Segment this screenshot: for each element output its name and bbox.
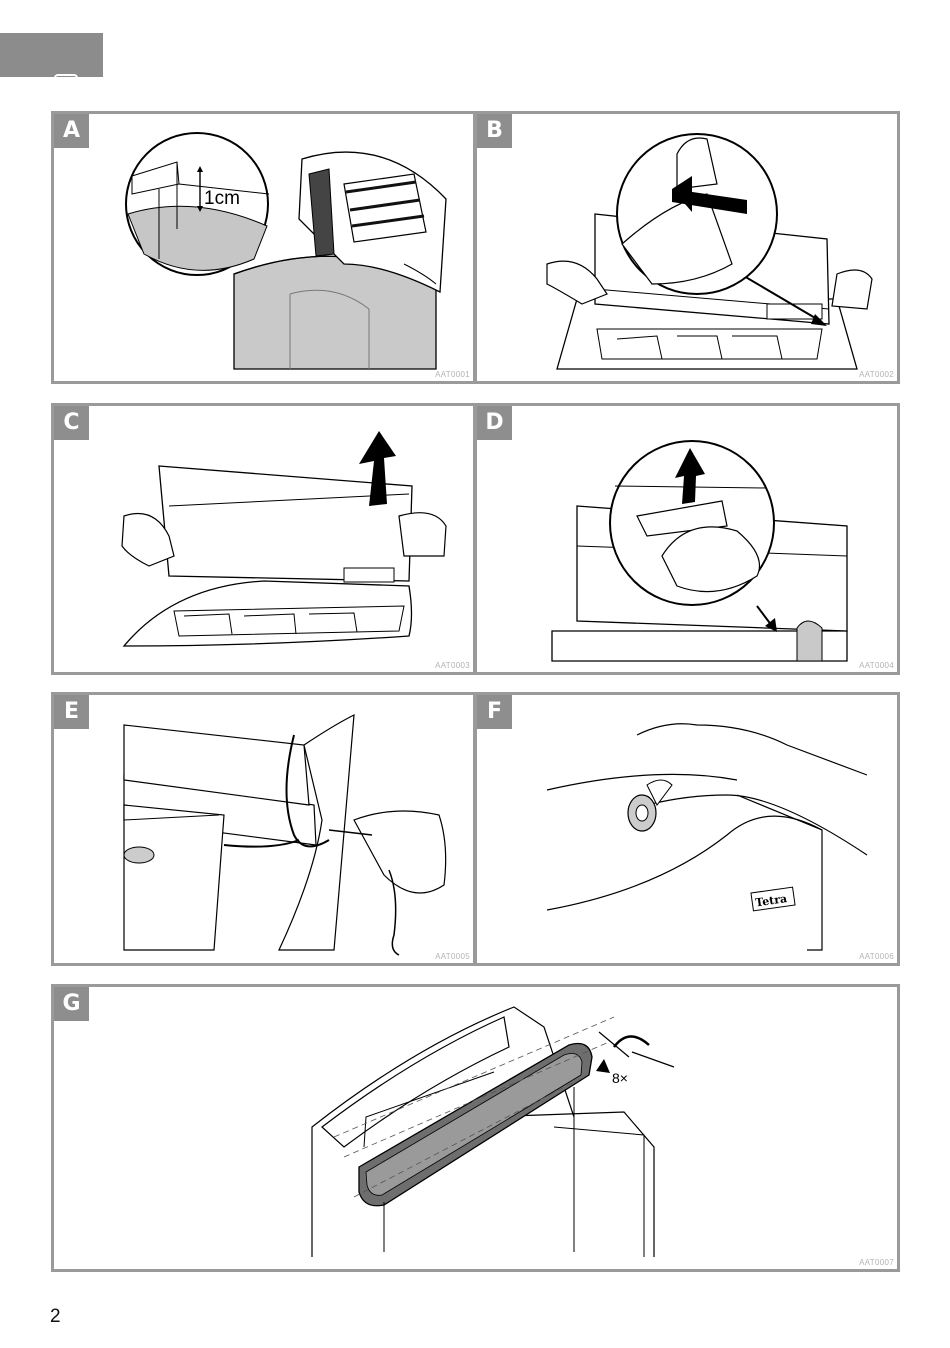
- page-number: 2: [50, 1306, 61, 1327]
- screw-count-label: 8×: [612, 1070, 628, 1086]
- figure-code: AAT0001: [435, 370, 470, 379]
- brand-logo-text: Tetra: [754, 892, 787, 909]
- panel-g: G 8× AAT0007: [51, 984, 900, 1272]
- panel-e: E AAT0005: [51, 692, 476, 966]
- figure-code: AAT0007: [859, 1258, 894, 1267]
- panel-a: A 1cm AAT0001: [51, 111, 476, 384]
- figure-code: AAT0002: [859, 370, 894, 379]
- lift-cover-flap-illustration: [477, 114, 900, 384]
- panel-c: C AAT0003: [51, 403, 476, 675]
- language-tab: [0, 33, 103, 94]
- panel-d: D AAT0004: [474, 403, 900, 675]
- figure-code: AAT0004: [859, 661, 894, 670]
- figure-code: AAT0006: [859, 952, 894, 961]
- figure-code: AAT0003: [435, 661, 470, 670]
- panel-label: C: [54, 406, 89, 440]
- figure-code: AAT0005: [435, 952, 470, 961]
- water-gap-measure-label: 1cm: [204, 188, 240, 209]
- panel-label: F: [477, 695, 512, 729]
- language-flag-box: [54, 74, 78, 94]
- aquarium-water-level-illustration: 1cm: [54, 114, 476, 384]
- panel-label: B: [477, 114, 512, 148]
- panel-label: A: [54, 114, 89, 148]
- panel-b: B AAT0002: [474, 111, 900, 384]
- feed-cable-illustration: [54, 695, 476, 966]
- press-button-illustration: Tetra: [477, 695, 900, 966]
- panel-f: F Tetra AAT0006: [474, 692, 900, 966]
- mount-lamp-unit-illustration: 8×: [54, 987, 900, 1272]
- remove-insert-illustration: [477, 406, 900, 675]
- panel-label: E: [54, 695, 89, 729]
- panel-label: D: [477, 406, 512, 440]
- remove-cover-illustration: [54, 431, 476, 675]
- panel-label: G: [54, 987, 89, 1021]
